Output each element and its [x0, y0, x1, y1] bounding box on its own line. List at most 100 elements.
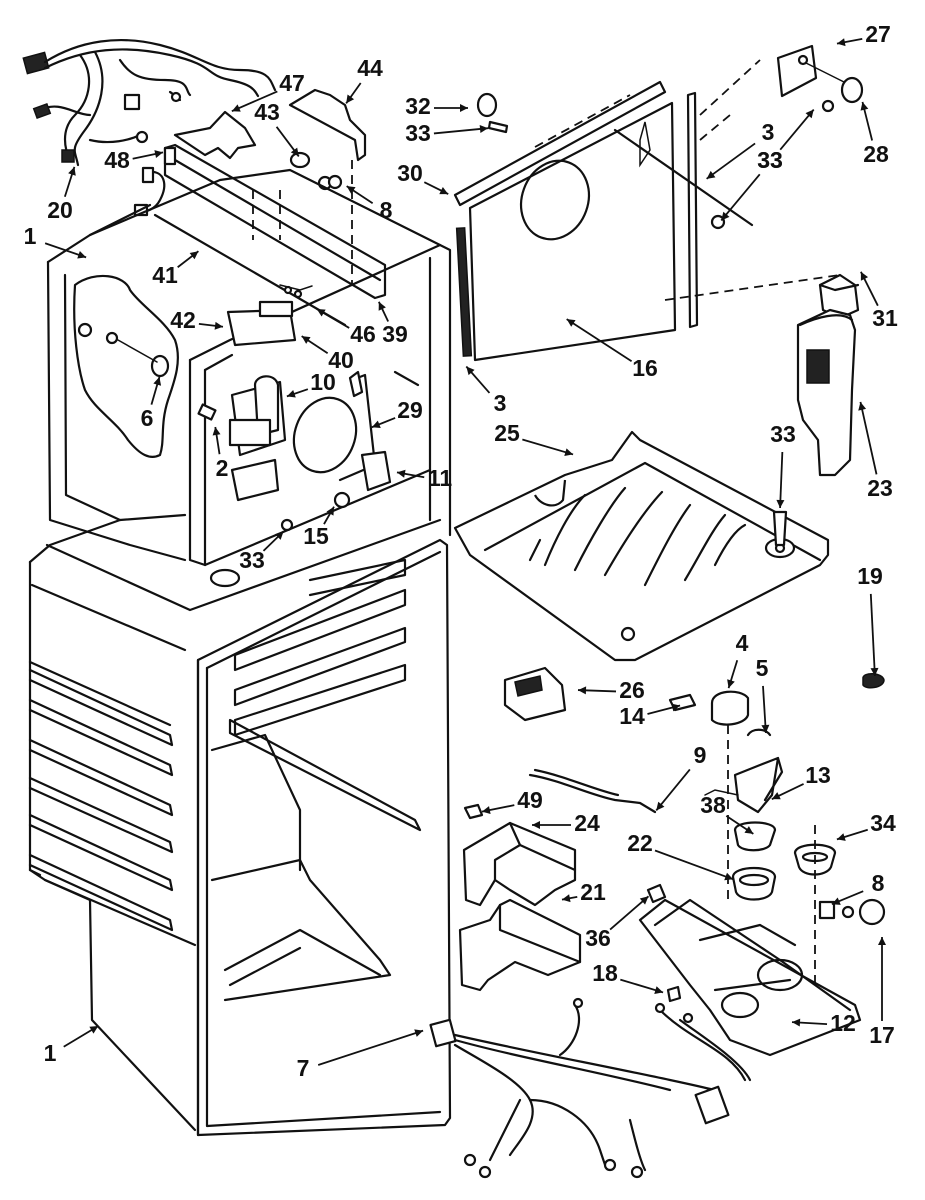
arrowhead-icon [836, 833, 846, 841]
arrowhead-icon [326, 506, 335, 516]
arrowhead-icon [466, 366, 475, 376]
callout-label: 23 [867, 475, 893, 501]
callout-label: 6 [141, 405, 154, 431]
arrowhead-icon [77, 250, 87, 259]
leader-line [720, 173, 761, 222]
callout-15: 15 [303, 506, 335, 549]
arrowhead-icon [721, 211, 730, 221]
callout-label: 26 [619, 677, 645, 703]
arrowhead-icon [286, 389, 296, 398]
callout-14: 14 [619, 703, 681, 729]
callout-13: 13 [771, 762, 831, 800]
callout-label: 15 [303, 523, 329, 549]
callout-24: 24 [532, 810, 600, 836]
callout-label: 4 [736, 630, 749, 656]
arrowhead-icon [231, 104, 241, 112]
callout-label: 48 [104, 147, 130, 173]
callout-11: 11 [396, 465, 452, 491]
arrowhead-icon [564, 448, 574, 457]
callout-label: 25 [494, 420, 520, 446]
arrowhead-icon [481, 806, 491, 814]
arrowhead-icon [831, 897, 841, 905]
callout-46: 46 [316, 308, 376, 347]
callout-33-d: 33 [770, 421, 796, 509]
callout-label: 13 [805, 762, 831, 788]
wiring-harness-lower [429, 997, 752, 1179]
callout-label: 40 [328, 347, 354, 373]
arrowhead-icon [532, 821, 540, 829]
freezer-compartment-liner [46, 168, 452, 567]
arrowhead-icon [214, 321, 224, 330]
callout-12: 12 [791, 1010, 856, 1036]
arrowhead-icon [805, 109, 814, 119]
top-rail-assembly [133, 143, 387, 327]
callout-label: 8 [380, 197, 393, 223]
callout-6: 6 [141, 376, 162, 431]
tape-piece-47 [173, 110, 257, 160]
arrowhead-icon [639, 896, 649, 905]
callout-label: 18 [592, 960, 618, 986]
callout-8-a: 8 [346, 185, 393, 223]
callout-7: 7 [297, 1029, 424, 1081]
arrowhead-icon [89, 1026, 99, 1034]
leader-line [706, 142, 756, 180]
callout-label: 8 [872, 870, 885, 896]
fresh-food-liner [28, 513, 452, 1137]
wiring-harness-upper [22, 38, 277, 167]
callout-38: 38 [700, 792, 754, 835]
callout-44: 44 [345, 55, 383, 104]
arrowhead-icon [561, 894, 571, 903]
leader-line [779, 451, 784, 509]
arrowhead-icon [744, 826, 754, 834]
callout-31: 31 [860, 271, 898, 331]
arrowhead-icon [154, 150, 164, 158]
callout-label: 44 [357, 55, 383, 81]
callout-label: 1 [44, 1040, 57, 1066]
leader-line [869, 593, 876, 677]
callout-label: 33 [239, 547, 265, 573]
leader-line [654, 849, 734, 881]
callout-label: 33 [757, 147, 783, 173]
callout-29: 29 [371, 397, 423, 429]
callout-28: 28 [860, 101, 889, 167]
arrowhead-icon [724, 872, 734, 881]
callout-label: 10 [310, 369, 336, 395]
arrowhead-icon [706, 170, 716, 179]
callout-label: 32 [405, 93, 431, 119]
evaporator-panel [453, 59, 841, 362]
callout-26: 26 [577, 677, 645, 703]
arrowhead-icon [396, 469, 406, 478]
callout-label: 17 [869, 1022, 895, 1048]
leader-line [231, 90, 278, 113]
leader-line [522, 438, 574, 456]
dispenser-housing [638, 883, 886, 1057]
callout-label: 12 [830, 1010, 856, 1036]
callout-label: 42 [170, 307, 196, 333]
callout-4: 4 [727, 630, 749, 689]
arrowhead-icon [414, 1029, 424, 1037]
callout-label: 47 [279, 70, 305, 96]
callout-2: 2 [212, 426, 228, 481]
arrowhead-icon [378, 301, 386, 311]
callout-21: 21 [561, 879, 606, 905]
callout-10: 10 [286, 369, 336, 398]
callout-label: 43 [254, 99, 280, 125]
arrowhead-icon [346, 94, 355, 104]
arrowhead-icon [153, 376, 162, 386]
arrowhead-icon [316, 309, 326, 317]
callout-label: 27 [865, 21, 891, 47]
callout-40: 40 [301, 335, 354, 373]
callout-49: 49 [481, 787, 543, 814]
arrowhead-icon [371, 420, 381, 428]
callout-18: 18 [592, 960, 664, 994]
callout-17: 17 [869, 937, 895, 1048]
callout-34: 34 [836, 810, 896, 841]
callout-label: 9 [694, 742, 707, 768]
arrowhead-icon [290, 147, 299, 157]
callout-42: 42 [170, 307, 224, 333]
callout-33-b: 33 [757, 108, 815, 173]
callout-label: 16 [632, 355, 658, 381]
leader-line [609, 895, 650, 931]
arrowhead-icon [189, 251, 199, 260]
